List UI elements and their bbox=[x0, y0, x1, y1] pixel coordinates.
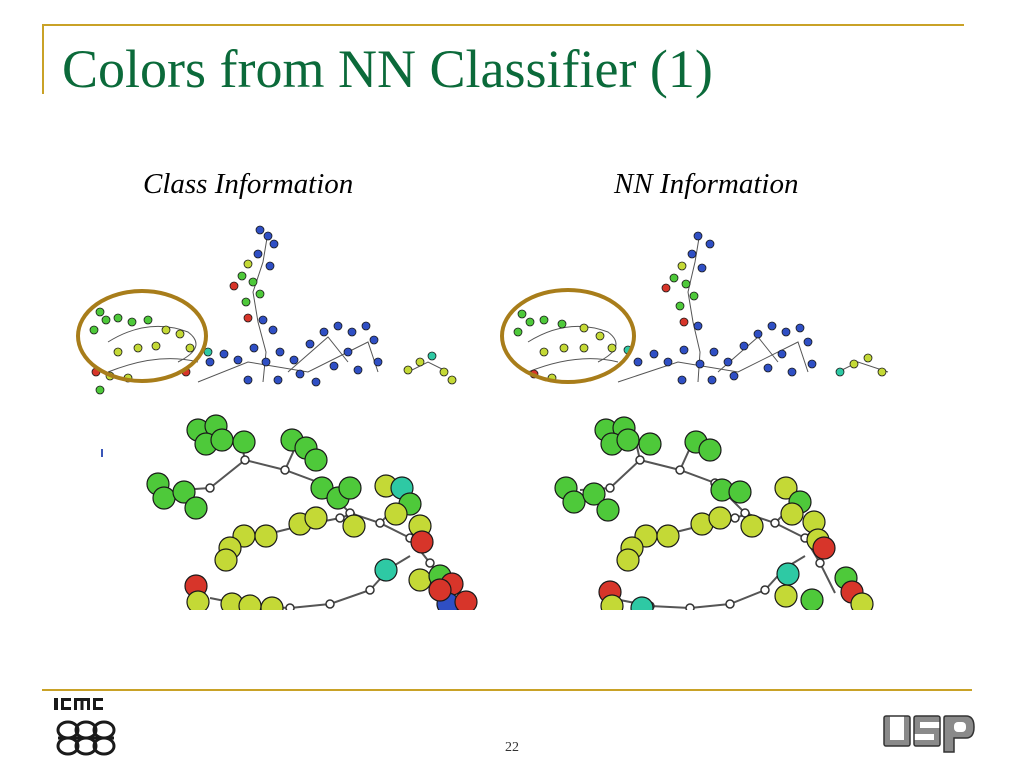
title-frame-top-rule bbox=[42, 24, 964, 26]
class-information-zoomed-tree bbox=[140, 408, 480, 610]
nn-information-zoomed-tree bbox=[550, 408, 890, 610]
caption-class-information: Class Information bbox=[143, 168, 354, 200]
slide-title: Colors from NN Classifier (1) bbox=[62, 39, 713, 99]
highlight-ellipse bbox=[500, 288, 636, 384]
class-information-tree-overview bbox=[48, 222, 468, 397]
title-frame-left-rule bbox=[42, 24, 44, 94]
footer-rule bbox=[42, 689, 972, 691]
nn-information-tree-overview bbox=[488, 222, 908, 397]
caption-nn-information: NN Information bbox=[614, 168, 799, 200]
icmc-logo bbox=[50, 696, 118, 764]
highlight-ellipse bbox=[76, 289, 208, 383]
stray-mark bbox=[101, 449, 103, 457]
usp-logo bbox=[880, 710, 980, 756]
page-number: 22 bbox=[505, 740, 519, 755]
